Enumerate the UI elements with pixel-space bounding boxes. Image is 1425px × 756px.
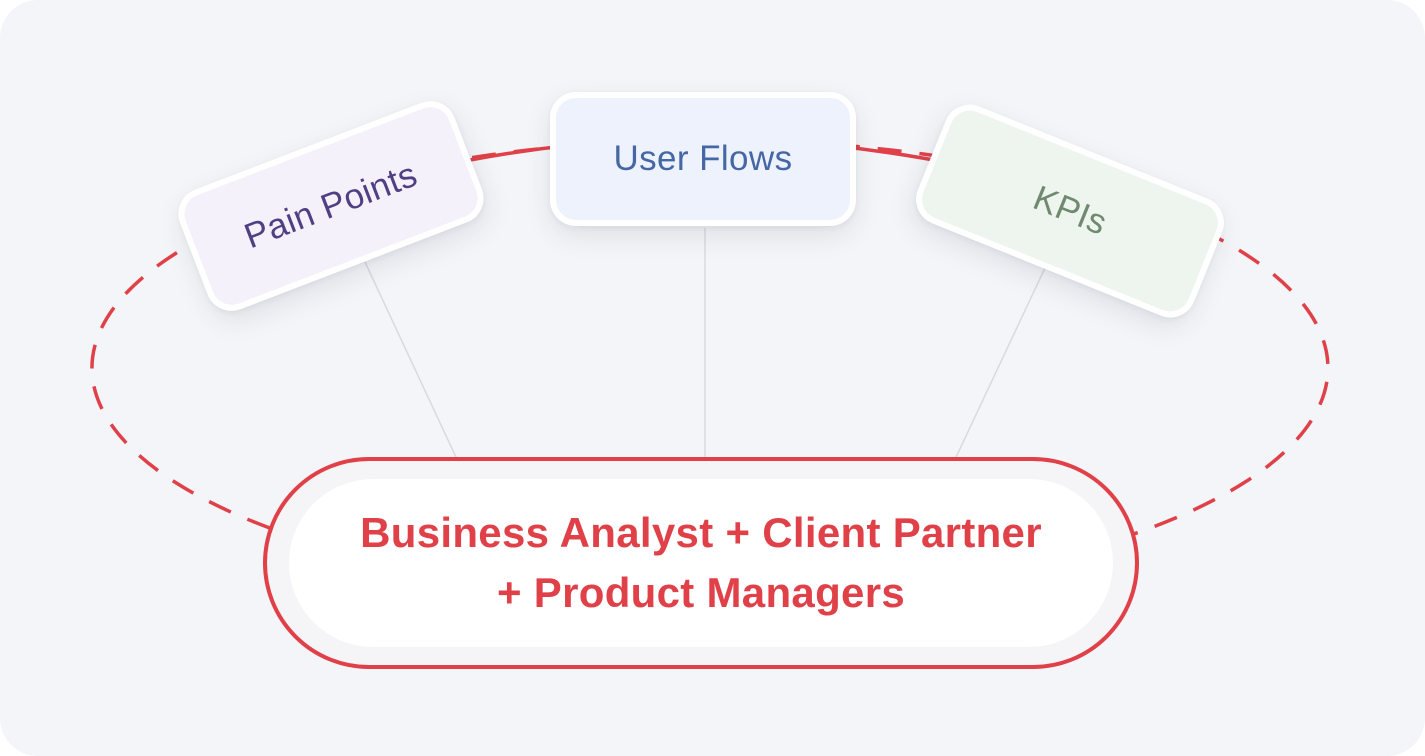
center-title-line-1: Business Analyst + Client Partner	[360, 509, 1042, 556]
connector-kpis	[949, 267, 1046, 471]
center-stakeholders-pill: Business Analyst + Client Partner + Prod…	[263, 457, 1139, 669]
user-flows-label: User Flows	[613, 139, 793, 178]
center-title-line-2: + Product Managers	[496, 569, 905, 616]
connector-pain-points	[364, 261, 463, 471]
user-flows-card: User Flows	[550, 92, 856, 226]
center-pill-inner: Business Analyst + Client Partner + Prod…	[289, 479, 1113, 647]
pain-points-label: Pain Points	[239, 154, 423, 257]
kpis-label: KPIs	[1027, 178, 1113, 243]
